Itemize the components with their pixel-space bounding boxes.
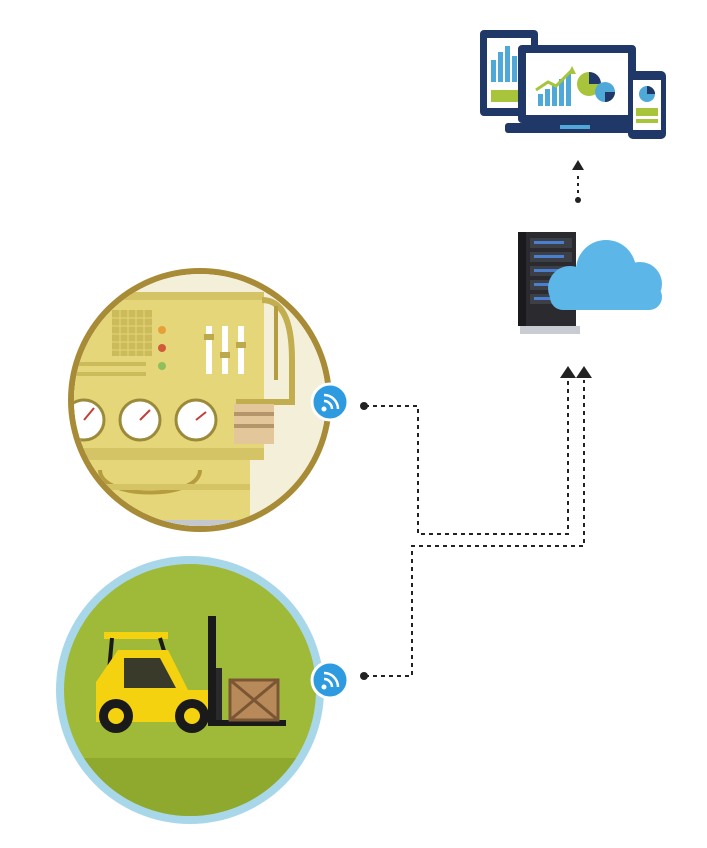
arrowhead-left (560, 366, 576, 378)
forklift-link-dot (360, 672, 368, 680)
smartphone (628, 71, 666, 139)
industrial-machine-node (60, 268, 340, 532)
forklift-node (56, 556, 324, 824)
gauge-row (64, 400, 216, 440)
dashboard-devices-icon (480, 30, 666, 139)
crate-icon (230, 680, 278, 720)
laptop (505, 45, 645, 133)
connector-lines (365, 380, 584, 676)
wifi-icon (312, 662, 348, 698)
machine-link-dot (360, 402, 368, 410)
arrow-server-to-devices (572, 160, 584, 203)
wifi-icon (312, 384, 348, 420)
arrowhead-right (576, 366, 592, 378)
server-cloud-icon (518, 232, 662, 334)
